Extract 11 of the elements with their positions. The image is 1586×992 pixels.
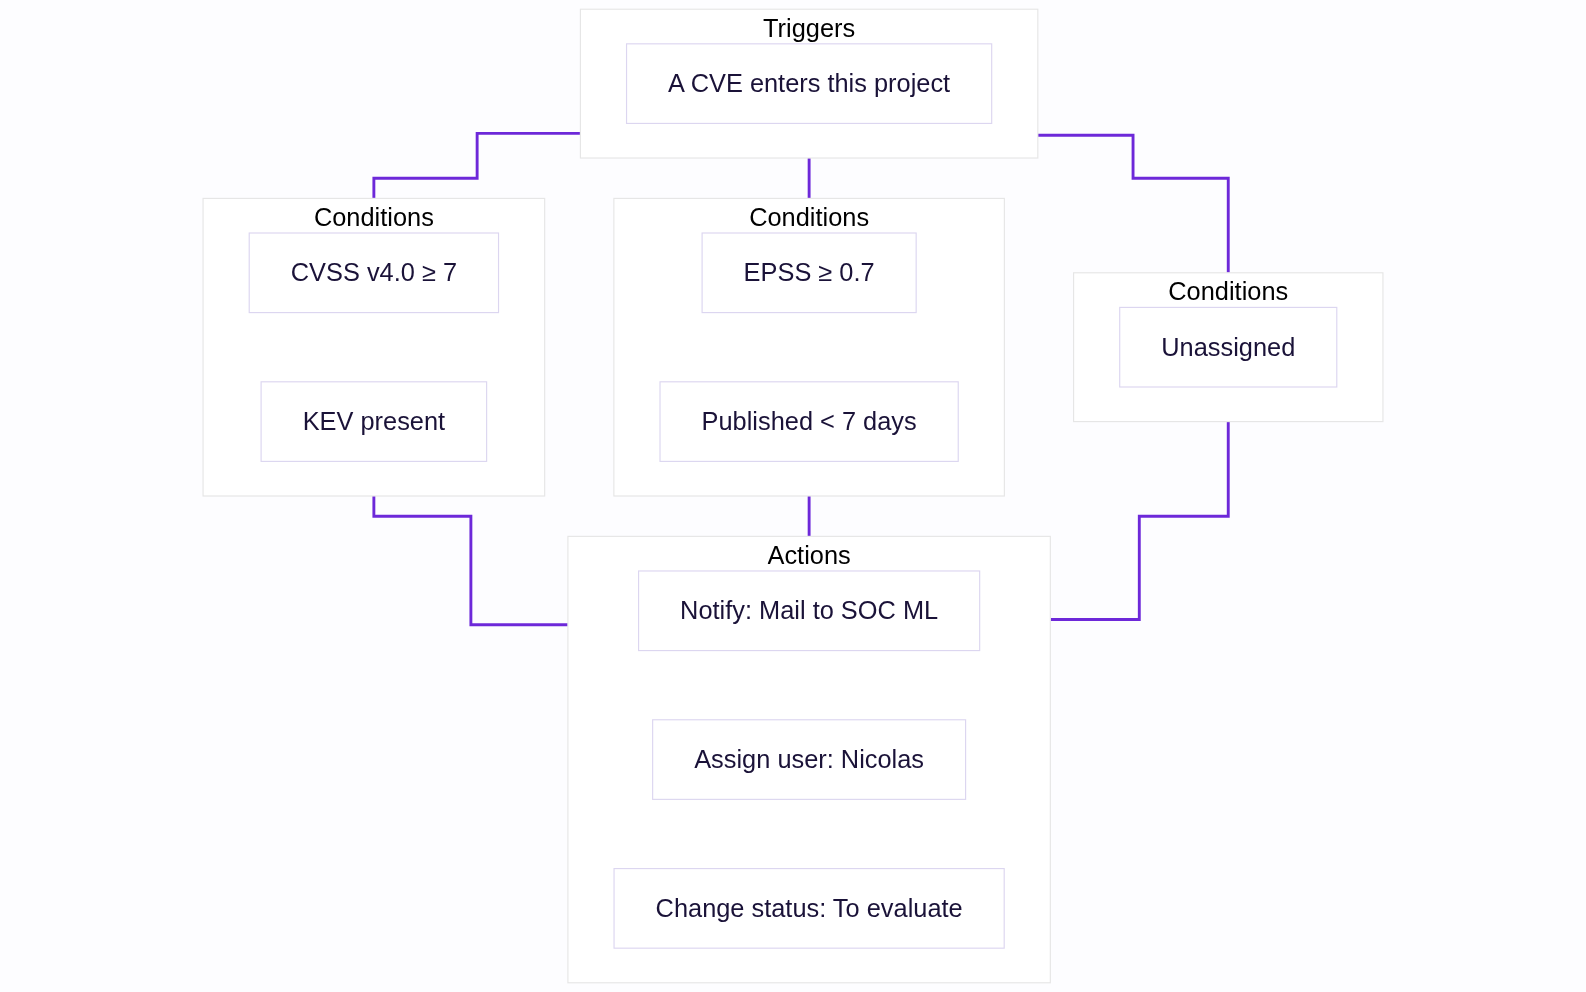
connector	[372, 131, 581, 200]
node-box: Change status: To evaluate	[613, 868, 1005, 949]
node-box: EPSS ≥ 0.7	[701, 232, 917, 314]
node-box: A CVE enters this project	[625, 43, 993, 124]
node-box: Unassigned	[1119, 306, 1338, 388]
node-box: Published < 7 days	[659, 381, 959, 462]
connector	[1050, 420, 1230, 621]
node-box: KEV present	[260, 381, 488, 462]
node-box: Assign user: Nicolas	[652, 719, 967, 800]
node-box: Notify: Mail to SOC ML	[638, 570, 981, 652]
node-box: CVSS v4.0 ≥ 7	[248, 232, 500, 314]
